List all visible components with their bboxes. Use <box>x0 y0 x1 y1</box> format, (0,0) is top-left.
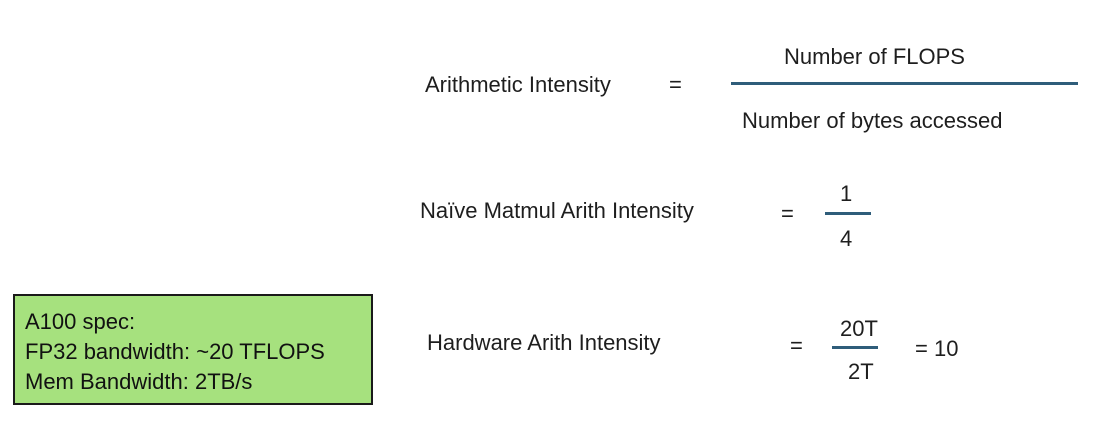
spec-fp32-bandwidth: FP32 bandwidth: ~20 TFLOPS <box>25 339 325 364</box>
eq3-equals-sign: = <box>790 333 803 358</box>
eq2-numerator: 1 <box>840 181 853 206</box>
eq1-lhs-label: Arithmetic Intensity <box>425 72 611 97</box>
spec-mem-bandwidth: Mem Bandwidth: 2TB/s <box>25 369 253 394</box>
eq3-denominator: 2T <box>848 359 874 384</box>
eq2-equals-sign: = <box>781 201 794 226</box>
eq3-numerator: 20T <box>840 316 878 341</box>
eq2-fraction-bar <box>825 212 871 215</box>
eq3-fraction-bar <box>832 346 878 349</box>
a100-spec-box: A100 spec: FP32 bandwidth: ~20 TFLOPS Me… <box>13 294 373 405</box>
eq1-equals-sign: = <box>669 72 682 97</box>
eq1-denominator: Number of bytes accessed <box>742 108 1003 133</box>
spec-box-title: A100 spec: <box>25 309 136 334</box>
eq3-lhs-label: Hardware Arith Intensity <box>427 330 661 355</box>
eq2-lhs-label: Naïve Matmul Arith Intensity <box>420 198 694 223</box>
eq3-result: = 10 <box>915 336 959 361</box>
eq1-numerator: Number of FLOPS <box>784 44 965 69</box>
eq1-fraction-bar <box>731 82 1078 85</box>
eq2-denominator: 4 <box>840 226 853 251</box>
